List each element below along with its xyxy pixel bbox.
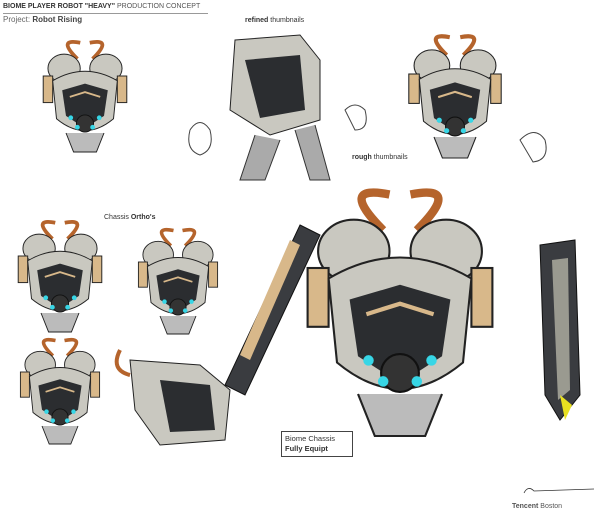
robot-refined-front	[409, 36, 501, 158]
signature	[523, 488, 595, 494]
rough-bold: rough	[352, 154, 372, 161]
refined-rest: thumbnails	[270, 17, 305, 24]
chassis-rest: Chassis	[104, 214, 129, 221]
project-label: Project:	[3, 15, 31, 24]
refined-bold: refined	[245, 17, 269, 24]
title-rest: PRODUCTION CONCEPT	[117, 3, 201, 10]
ortho-top	[18, 337, 102, 446]
rough-sketch	[188, 104, 547, 163]
chassis-orthos-label: Chassis Ortho's	[104, 214, 155, 221]
ortho-front	[136, 227, 220, 336]
studio-credit: Tencent Boston	[512, 503, 562, 510]
fully-equipped-caption: Biome Chassis Fully Equipt	[281, 431, 353, 457]
company-bold: Tencent	[512, 503, 539, 510]
refined-thumbnails-label: refined thumbnails	[245, 17, 304, 24]
weapon-cannon	[224, 224, 321, 396]
caption-rest: Biome Chassis	[285, 434, 336, 443]
caption-bold: Fully Equipt	[285, 444, 328, 453]
rough-thumbnails-label: rough thumbnails	[352, 154, 408, 161]
weapon-blade	[539, 239, 581, 421]
robot-front-sketch	[41, 39, 129, 154]
title-divider	[3, 13, 208, 14]
chassis-bold: Ortho's	[130, 214, 156, 221]
ortho-back	[16, 219, 104, 334]
title-bold: BIOME PLAYER ROBOT "HEAVY"	[3, 3, 116, 10]
company-rest: Boston	[540, 503, 563, 510]
rough-rest: thumbnails	[373, 154, 408, 161]
project-line: Project: Robot Rising	[3, 15, 82, 24]
ortho-side	[114, 349, 231, 446]
robot-refined-side	[229, 34, 331, 181]
robot-fully-equipped	[308, 193, 493, 436]
page-title: BIOME PLAYER ROBOT "HEAVY" PRODUCTION CO…	[3, 3, 200, 10]
project-name: Robot Rising	[32, 15, 83, 24]
